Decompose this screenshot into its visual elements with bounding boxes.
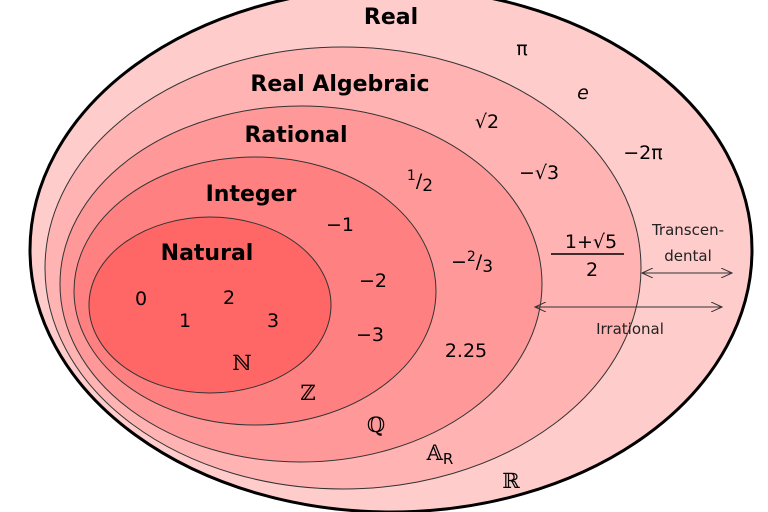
member-neg-two-thirds: −2/3	[451, 249, 493, 277]
irrational-label: Irrational	[596, 320, 664, 338]
member-2-25: 2.25	[445, 340, 487, 362]
golden-ratio-numerator: 1+√5	[565, 231, 617, 253]
integer-label: Integer	[206, 182, 297, 207]
natural-set-ellipse	[88, 216, 332, 394]
transcendental-label-line1: Transcen-	[651, 221, 724, 239]
member-one-half: 1/2	[407, 168, 433, 196]
real-symbol: ℝ	[502, 469, 520, 493]
algebraic-symbol: 𝔸R	[426, 441, 454, 468]
member-1: 1	[179, 310, 191, 332]
member-neg-sqrt3: −√3	[519, 162, 559, 184]
rational-label: Rational	[244, 123, 347, 148]
natural-label: Natural	[161, 241, 254, 266]
rational-symbol: ℚ	[367, 413, 385, 437]
transcendental-label-line2: dental	[664, 247, 712, 265]
member-3: 3	[267, 310, 279, 332]
member-pi: π	[516, 38, 527, 60]
member-neg1: −1	[326, 214, 354, 236]
member-neg-2pi: −2π	[623, 142, 662, 164]
natural-symbol: ℕ	[232, 351, 251, 375]
member-neg3: −3	[356, 324, 384, 346]
member-sqrt2: √2	[475, 111, 499, 133]
integer-symbol: ℤ	[300, 381, 315, 405]
algebraic-label: Real Algebraic	[250, 72, 429, 97]
member-0: 0	[135, 288, 147, 310]
member-2: 2	[223, 287, 235, 309]
golden-ratio-denominator: 2	[586, 259, 598, 281]
member-neg2: −2	[359, 270, 387, 292]
real-label: Real	[364, 5, 418, 30]
member-e: e	[577, 82, 589, 104]
